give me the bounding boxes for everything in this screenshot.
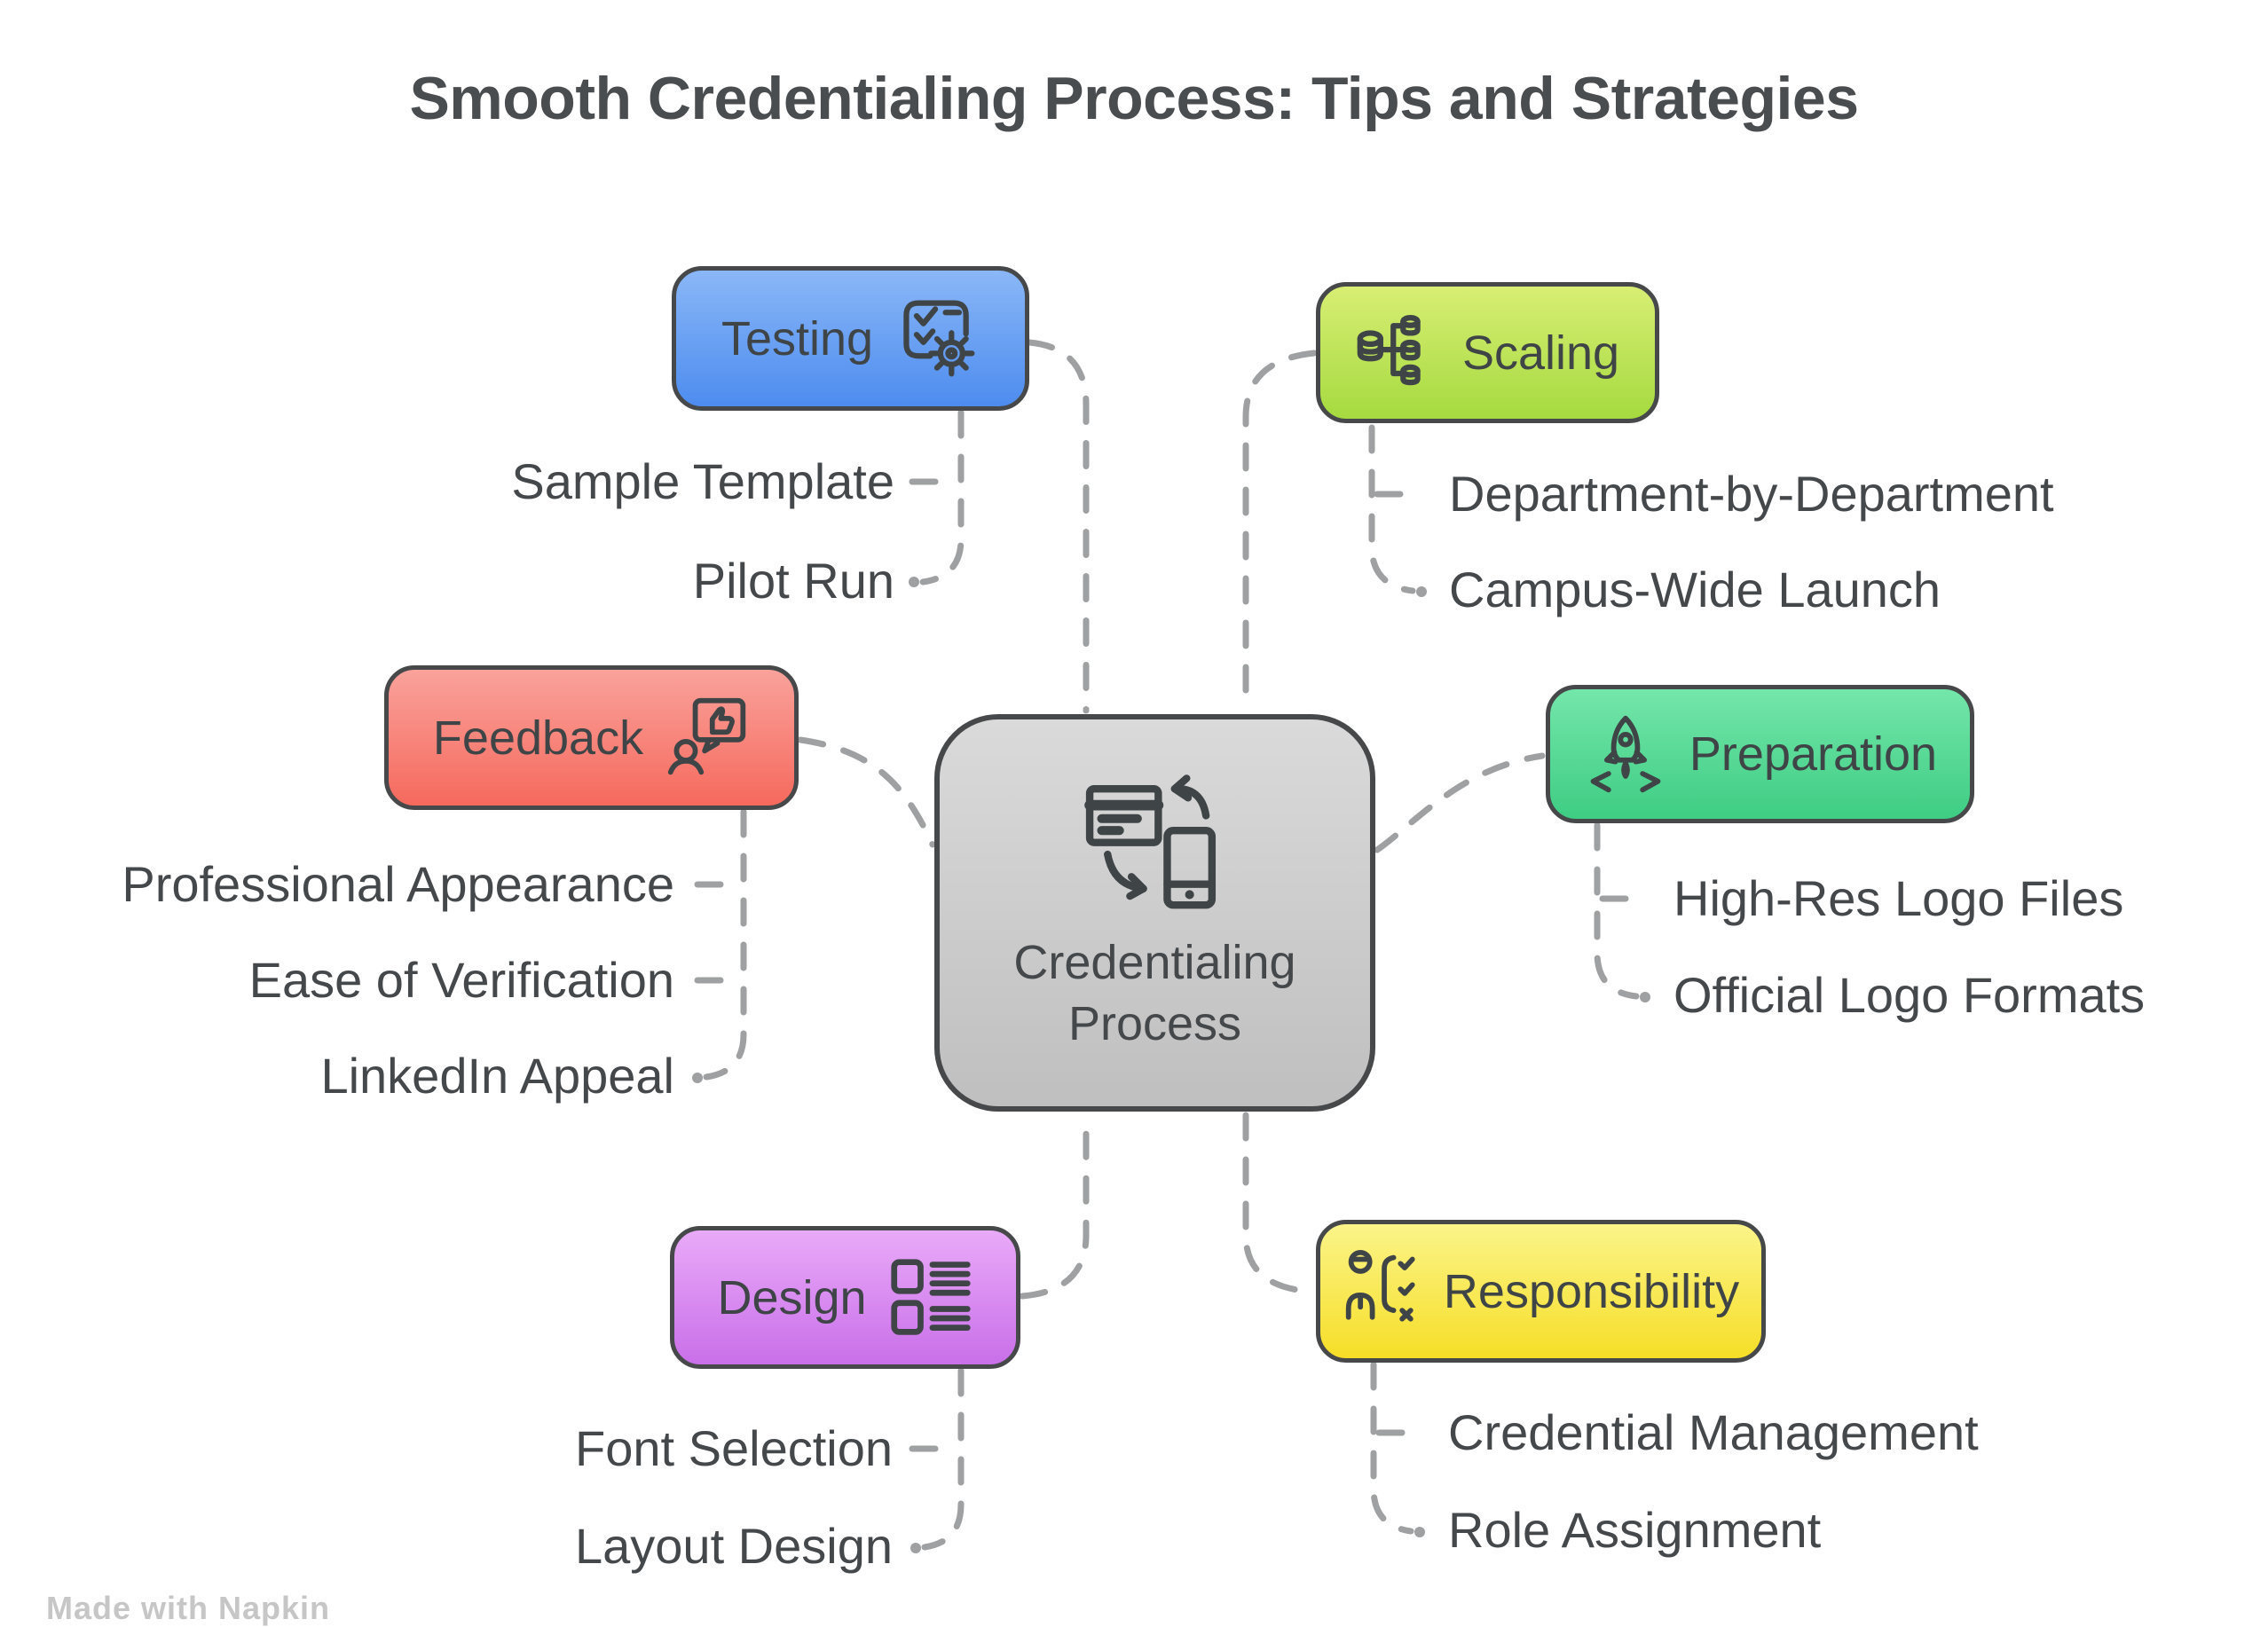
scaling-item-department-by-department: Department-by-Department <box>1449 466 2054 522</box>
feedback-item-ease-of-verification: Ease of Verification <box>248 952 674 1008</box>
testing-item-sample-template: Sample Template <box>511 453 894 509</box>
scaling-label: Scaling <box>1461 326 1620 380</box>
connector-testing-items <box>919 409 965 586</box>
preparation-item-high-res-logo-files: High-Res Logo Files <box>1673 870 2124 926</box>
scaling-item-campus-wide-launch: Campus-Wide Launch <box>1449 562 1941 617</box>
connector-endpoint-dot <box>1640 992 1650 1002</box>
responsibility-item-role-assignment: Role Assignment <box>1448 1502 1822 1558</box>
connector-feedback-items <box>703 808 747 1081</box>
layout-list-icon <box>888 1255 973 1340</box>
branch-node-scaling: Scaling <box>1316 282 1659 423</box>
design-item-font-selection: Font Selection <box>575 1420 893 1476</box>
preparation-item-official-logo-formats: Official Logo Formats <box>1673 967 2146 1023</box>
connector-endpoint-dot <box>1416 586 1427 597</box>
connector-preparation-center <box>1374 752 1546 853</box>
user-feedback-icon <box>665 696 750 781</box>
watermark: Made with Napkin <box>46 1590 331 1626</box>
central-node-label: Credentialing Process <box>1013 935 1296 1050</box>
feedback-item-professional-appearance: Professional Appearance <box>122 856 674 912</box>
connector-endpoint-dot <box>909 577 919 587</box>
branch-node-responsibility: Responsibility <box>1316 1220 1766 1363</box>
connector-design-items <box>921 1367 965 1551</box>
connector-responsibility-items <box>1370 1361 1414 1535</box>
connector-endpoint-dot <box>692 1073 703 1083</box>
rocket-launch-icon <box>1583 711 1668 797</box>
role-check-icon <box>1343 1249 1428 1334</box>
connector-testing-center <box>1026 339 1090 714</box>
connector-scaling-center <box>1242 350 1318 714</box>
feedback-item-linkedin-appeal: LinkedIn Appeal <box>320 1048 674 1104</box>
responsibility-label: Responsibility <box>1443 1264 1740 1318</box>
testing-item-pilot-run: Pilot Run <box>692 553 894 609</box>
feedback-label: Feedback <box>432 711 644 765</box>
branch-node-testing: Testing <box>672 266 1029 411</box>
connector-design-center <box>1019 1112 1090 1300</box>
connector-preparation-items <box>1594 821 1640 1000</box>
connector-endpoint-dot <box>910 1543 921 1553</box>
branch-node-preparation: Preparation <box>1546 685 1974 823</box>
branch-node-feedback: Feedback <box>384 665 799 810</box>
checklist-gear-icon <box>894 296 980 381</box>
connector-endpoint-dot <box>1414 1527 1425 1537</box>
branch-node-design: Design <box>670 1226 1020 1369</box>
page-title: Smooth Credentialing Process: Tips and S… <box>409 65 1859 132</box>
design-item-layout-design: Layout Design <box>574 1518 893 1574</box>
central-node: Credentialing Process <box>934 714 1375 1112</box>
database-scaling-icon <box>1356 310 1441 396</box>
testing-label: Testing <box>721 311 874 365</box>
connector-scaling-items <box>1368 424 1416 594</box>
preparation-label: Preparation <box>1689 727 1938 781</box>
connector-responsibility-center <box>1242 1112 1318 1295</box>
connector-feedback-center <box>797 736 936 848</box>
responsibility-item-credential-management: Credential Management <box>1448 1404 1979 1460</box>
design-label: Design <box>717 1270 867 1324</box>
credential-sync-icon <box>1081 771 1230 920</box>
